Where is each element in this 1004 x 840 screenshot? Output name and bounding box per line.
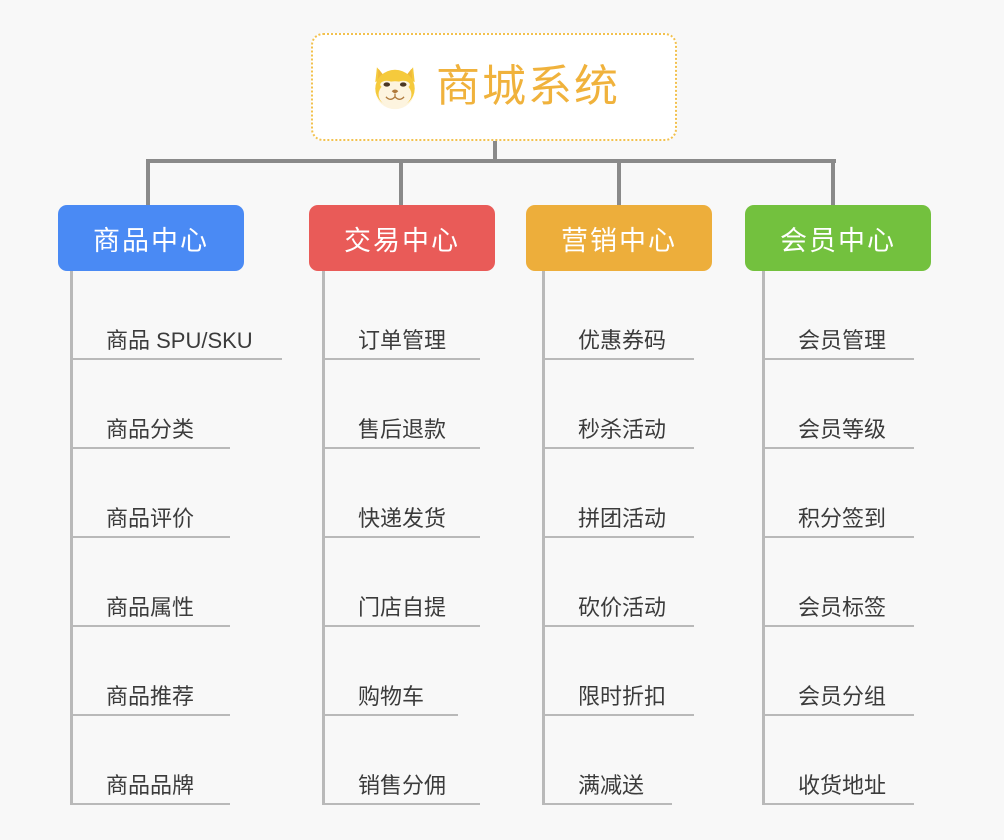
branch-trunk xyxy=(542,271,545,805)
leaf-item-label: 售后退款 xyxy=(358,416,447,442)
leaf-item[interactable]: 积分签到 xyxy=(762,449,914,538)
connector-drop-2 xyxy=(399,159,403,207)
leaf-item-label: 会员等级 xyxy=(798,416,887,442)
leaf-item[interactable]: 砍价活动 xyxy=(542,538,694,627)
leaf-item-label: 会员管理 xyxy=(798,327,887,353)
leaf-item[interactable]: 商品推荐 xyxy=(70,627,230,716)
connector-drop-3 xyxy=(617,159,621,207)
leaf-item[interactable]: 商品评价 xyxy=(70,449,230,538)
shiba-dog-face-icon xyxy=(368,64,422,110)
root-title: 商城系统 xyxy=(436,62,620,111)
leaf-item-label: 收货地址 xyxy=(798,772,887,798)
leaf-item[interactable]: 优惠券码 xyxy=(542,271,694,360)
category-header-label: 营销中心 xyxy=(561,225,677,256)
connector-bus xyxy=(148,159,836,163)
leaf-item[interactable]: 限时折扣 xyxy=(542,627,694,716)
branch-trunk xyxy=(322,271,325,805)
leaf-item-label: 积分签到 xyxy=(798,505,887,531)
leaf-item-label: 商品 SPU/SKU xyxy=(106,327,253,353)
category-header-label: 会员中心 xyxy=(780,225,896,256)
leaf-item-label: 门店自提 xyxy=(358,594,447,620)
leaf-item[interactable]: 商品分类 xyxy=(70,360,230,449)
leaf-item-label: 商品推荐 xyxy=(106,683,195,709)
leaf-item[interactable]: 订单管理 xyxy=(322,271,480,360)
leaf-item[interactable]: 会员标签 xyxy=(762,538,914,627)
leaf-item[interactable]: 快递发货 xyxy=(322,449,480,538)
leaf-item[interactable]: 拼团活动 xyxy=(542,449,694,538)
leaf-item[interactable]: 收货地址 xyxy=(762,716,914,805)
leaf-item-label: 商品属性 xyxy=(106,594,195,620)
branch-trunk xyxy=(70,271,73,805)
leaf-item-label: 销售分佣 xyxy=(358,772,447,798)
leaf-item[interactable]: 商品品牌 xyxy=(70,716,230,805)
leaf-item[interactable]: 售后退款 xyxy=(322,360,480,449)
leaf-item[interactable]: 会员等级 xyxy=(762,360,914,449)
leaf-item-label: 限时折扣 xyxy=(578,683,667,709)
leaf-item-label: 购物车 xyxy=(358,683,425,709)
leaf-item[interactable]: 满减送 xyxy=(542,716,672,805)
leaf-item[interactable]: 商品属性 xyxy=(70,538,230,627)
leaf-item[interactable]: 门店自提 xyxy=(322,538,480,627)
category-header-3[interactable]: 营销中心 xyxy=(526,205,712,271)
leaf-item[interactable]: 会员分组 xyxy=(762,627,914,716)
connector-drop-4 xyxy=(831,159,835,207)
connector-drop-1 xyxy=(146,159,150,207)
root-node[interactable]: 商城系统 xyxy=(311,33,677,141)
category-header-1[interactable]: 商品中心 xyxy=(58,205,244,271)
leaf-item-label: 砍价活动 xyxy=(578,594,667,620)
leaf-item[interactable]: 购物车 xyxy=(322,627,458,716)
category-header-4[interactable]: 会员中心 xyxy=(745,205,931,271)
leaf-item-label: 会员分组 xyxy=(798,683,887,709)
leaf-item[interactable]: 销售分佣 xyxy=(322,716,480,805)
leaf-item[interactable]: 商品 SPU/SKU xyxy=(70,271,282,360)
leaf-item-label: 订单管理 xyxy=(358,327,447,353)
connector-stem xyxy=(493,141,497,162)
leaf-item-label: 满减送 xyxy=(578,772,645,798)
leaf-item[interactable]: 会员管理 xyxy=(762,271,914,360)
leaf-item-label: 商品评价 xyxy=(106,505,195,531)
category-header-2[interactable]: 交易中心 xyxy=(309,205,495,271)
leaf-item[interactable]: 秒杀活动 xyxy=(542,360,694,449)
category-header-label: 交易中心 xyxy=(344,225,460,256)
leaf-item-label: 秒杀活动 xyxy=(578,416,667,442)
leaf-item-label: 商品品牌 xyxy=(106,772,195,798)
category-header-label: 商品中心 xyxy=(93,225,209,256)
leaf-item-label: 拼团活动 xyxy=(578,505,667,531)
leaf-item-label: 会员标签 xyxy=(798,594,887,620)
branch-trunk xyxy=(762,271,765,805)
leaf-item-label: 快递发货 xyxy=(358,505,447,531)
leaf-item-label: 商品分类 xyxy=(106,416,195,442)
leaf-item-label: 优惠券码 xyxy=(578,327,667,353)
